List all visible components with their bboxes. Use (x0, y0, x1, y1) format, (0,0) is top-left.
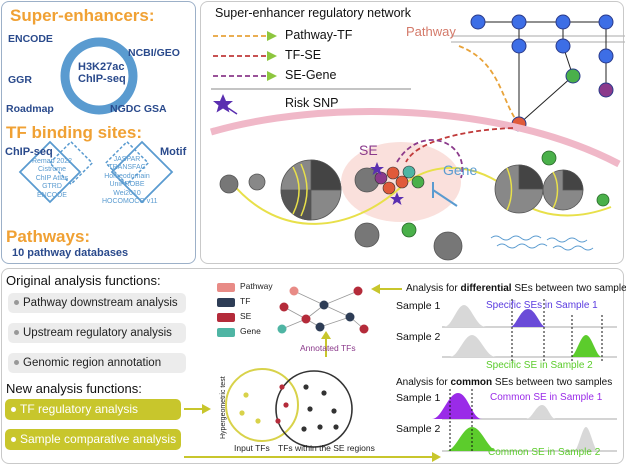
super-enhancers-title: Super-enhancers: (10, 6, 155, 25)
chip-source-list: Remap 2022 Cistrome ChIP Atlas GTRD ENCO… (31, 158, 73, 199)
upstream-regulatory-item: Upstream regulatory analysis (8, 323, 186, 343)
legend-pathway: Pathway (240, 281, 273, 291)
pathway-label: Pathway (406, 24, 456, 39)
tf-regulatory-item: TF regulatory analysis (5, 399, 181, 420)
legend-tf-se: TF-SE (285, 48, 322, 62)
common1-label: Common SE in Sample 1 (490, 392, 603, 403)
input-tfs-label: Input TFs (234, 443, 270, 453)
h3k27ac-ring (18, 37, 174, 204)
sample-comparative-item: Sample comparative analysis (5, 429, 181, 450)
gene-label: Gene (443, 162, 478, 178)
se-label: SE (359, 142, 378, 158)
bullet-icon (11, 437, 16, 443)
pathways-subtitle: 10 pathway databases (12, 247, 129, 259)
source-encode: ENCODE (8, 33, 53, 45)
network-title: Super-enhancer regulatory network (215, 6, 411, 20)
legend-risk-snp: Risk SNP (285, 96, 339, 110)
bullet-icon (14, 330, 19, 336)
hypergeometric-label: Hypergeometric test (220, 376, 227, 439)
diff-sample1-label: Sample 1 (396, 300, 441, 312)
motif-label: Motif (160, 146, 187, 158)
genomic-annotation-item: Genomic region annotation (8, 353, 186, 373)
original-functions-title: Original analysis functions: (6, 273, 161, 288)
bullet-icon (11, 407, 16, 413)
legend-se-gene: SE-Gene (285, 68, 337, 82)
annotated-tfs-label: Annotated TFs (300, 343, 356, 353)
differential-title: Analysis for differential SEs between tw… (406, 283, 626, 294)
pathways-title: Pathways: (6, 227, 91, 246)
motif-source-list: JASPAR TRANSFAC Homeodomain UniPROBE Wei… (102, 156, 158, 206)
analysis-illustration (184, 283, 617, 462)
snp-star-icon (213, 94, 233, 113)
tf-binding-title: TF binding sites: (6, 123, 142, 142)
regulatory-network-panel: Super-enhancer regulatory network (200, 1, 625, 264)
specific1-label: Specific SEs in Sample 1 (486, 300, 598, 311)
common-sample2-label: Sample 2 (396, 423, 441, 435)
source-ncbi-geo: NCBI/GEO (128, 47, 180, 59)
data-sources-panel: Super-enhancers: H3K27ac ChIP-seq ENCODE… (1, 1, 196, 264)
common-title: Analysis for common SEs between two samp… (396, 377, 613, 388)
chipseq-label: ChIP-seq (5, 146, 53, 158)
legend-se: SE (240, 311, 252, 321)
bullet-icon (14, 360, 19, 366)
analysis-functions-panel: Original analysis functions: Pathway dow… (1, 268, 626, 464)
legend-pathway-tf: Pathway-TF (285, 28, 353, 42)
source-ggr: GGR (8, 74, 32, 86)
source-ngdc-gsa: NGDC GSA (110, 103, 167, 115)
specific2-label: Specific SE in Sample 2 (486, 360, 593, 371)
legend-tf: TF (240, 296, 251, 306)
diff-sample2-label: Sample 2 (396, 331, 441, 343)
tfs-within-se-label: TFs within the SE regions (278, 443, 375, 453)
network-illustration (210, 14, 625, 261)
source-roadmap: Roadmap (6, 103, 54, 115)
new-functions-title: New analysis functions: (6, 381, 142, 396)
bullet-icon (14, 300, 19, 306)
pathway-downstream-item: Pathway downstream analysis (8, 293, 186, 313)
legend-gene: Gene (240, 326, 261, 336)
common-sample1-label: Sample 1 (396, 392, 441, 404)
h3k27ac-label: H3K27ac ChIP-seq (78, 61, 126, 85)
common2-label: Common SE in Sample 2 (488, 447, 601, 458)
